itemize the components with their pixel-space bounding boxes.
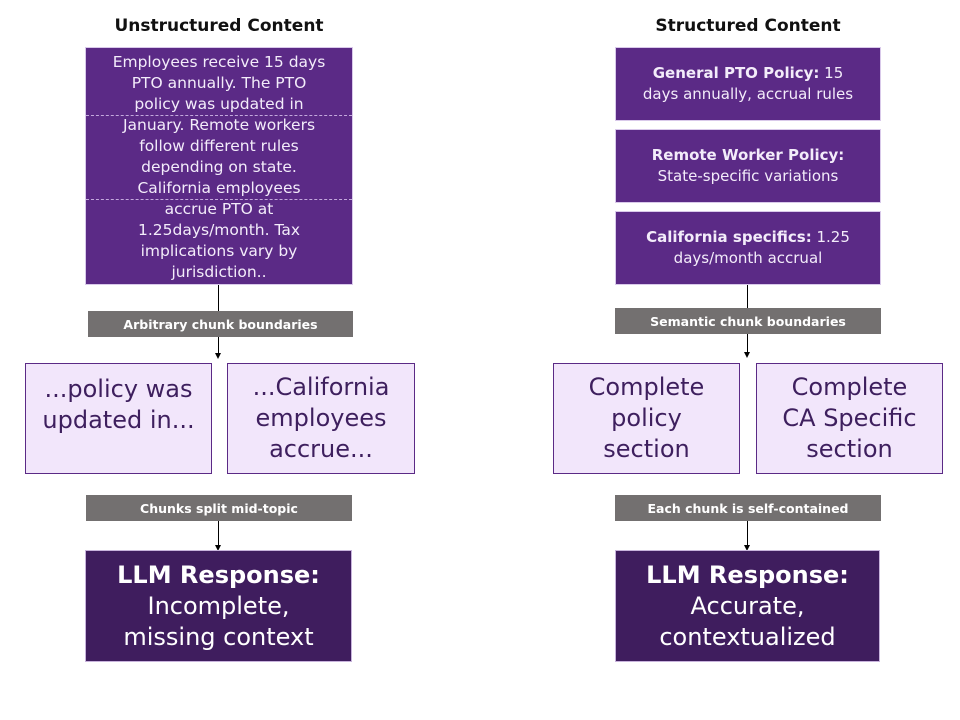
source-line: 1.25days/month. Tax xyxy=(137,221,301,239)
source-line: follow different rules xyxy=(139,137,299,155)
structured-content-title: Structured Content xyxy=(655,16,841,36)
section-california: California specifics: 1.25 days/month ac… xyxy=(615,211,881,285)
response-text: Accurate, xyxy=(690,591,805,620)
chunk-text: Complete xyxy=(588,373,705,401)
chunk-text: accrue... xyxy=(269,435,373,463)
response-text: Incomplete, xyxy=(147,591,290,620)
semantic-boundaries-label: Semantic chunk boundaries xyxy=(615,308,881,334)
source-line: policy was updated in xyxy=(134,95,304,113)
response-text: contextualized xyxy=(659,622,836,651)
llm-response-accurate: LLM Response: Accurate, contextualized xyxy=(615,550,880,662)
chunk-text: employees xyxy=(255,404,387,432)
source-line: depending on state. xyxy=(141,158,297,176)
llm-response-incomplete: LLM Response: Incomplete, missing contex… xyxy=(85,550,352,662)
unstructured-source-box: Employees receive 15 days PTO annually. … xyxy=(85,47,353,285)
connector-line xyxy=(218,285,219,311)
connector-line xyxy=(218,337,219,356)
section-text: 1.25 xyxy=(811,228,850,246)
chunk-text: CA Specific xyxy=(782,404,917,432)
chunk-text: updated in... xyxy=(42,405,195,434)
section-heading: Remote Worker Policy: xyxy=(651,146,845,164)
chunk-box-ca-section: Complete CA Specific section xyxy=(756,363,943,474)
section-text: days/month accrual xyxy=(673,249,823,267)
connector-line xyxy=(747,334,748,354)
section-text: days annually, accrual rules xyxy=(642,85,854,103)
unstructured-content-title: Unstructured Content xyxy=(114,16,324,36)
chunk-text: ...policy was xyxy=(44,374,193,403)
connector-line xyxy=(747,285,748,308)
response-title: LLM Response: xyxy=(117,560,320,589)
chunks-split-label: Chunks split mid-topic xyxy=(86,495,352,521)
section-general-pto: General PTO Policy: 15 days annually, ac… xyxy=(615,47,881,121)
section-remote-worker: Remote Worker Policy: State-specific var… xyxy=(615,129,881,203)
response-title: LLM Response: xyxy=(646,560,849,589)
source-line: accrue PTO at xyxy=(164,200,274,218)
source-line: Employees receive 15 days xyxy=(112,53,326,71)
chunk-cut-line xyxy=(86,199,352,200)
connector-line xyxy=(747,521,748,546)
section-heading: General PTO Policy: xyxy=(652,64,820,82)
self-contained-label: Each chunk is self-contained xyxy=(615,495,881,521)
section-heading: California specifics: xyxy=(646,228,812,246)
chunk-box-policy-section: Complete policy section xyxy=(553,363,740,474)
source-line: PTO annually. The PTO xyxy=(131,74,307,92)
source-line: jurisdiction.. xyxy=(171,263,267,281)
section-text: 15 xyxy=(819,64,844,82)
arrow-down-icon xyxy=(215,545,221,551)
chunk-text: Complete xyxy=(791,373,908,401)
source-line: January. Remote workers xyxy=(122,116,316,134)
chunk-box-policy-fragment: ...policy was updated in... xyxy=(25,363,212,474)
arrow-down-icon xyxy=(744,545,750,551)
source-line: California employees xyxy=(137,179,301,197)
arrow-down-icon xyxy=(744,352,750,358)
arbitrary-boundaries-label: Arbitrary chunk boundaries xyxy=(88,311,353,337)
response-text: missing context xyxy=(123,622,314,651)
source-line: implications vary by xyxy=(140,242,298,260)
connector-line xyxy=(218,521,219,546)
chunk-text: ...California xyxy=(252,373,390,401)
chunk-text: section xyxy=(603,435,690,463)
chunk-text: section xyxy=(806,435,893,463)
chunk-cut-line xyxy=(86,115,352,116)
arrow-down-icon xyxy=(215,353,221,359)
section-text: State-specific variations xyxy=(657,167,839,185)
chunk-box-california-fragment: ...California employees accrue... xyxy=(227,363,415,474)
chunk-text: policy xyxy=(611,404,682,432)
